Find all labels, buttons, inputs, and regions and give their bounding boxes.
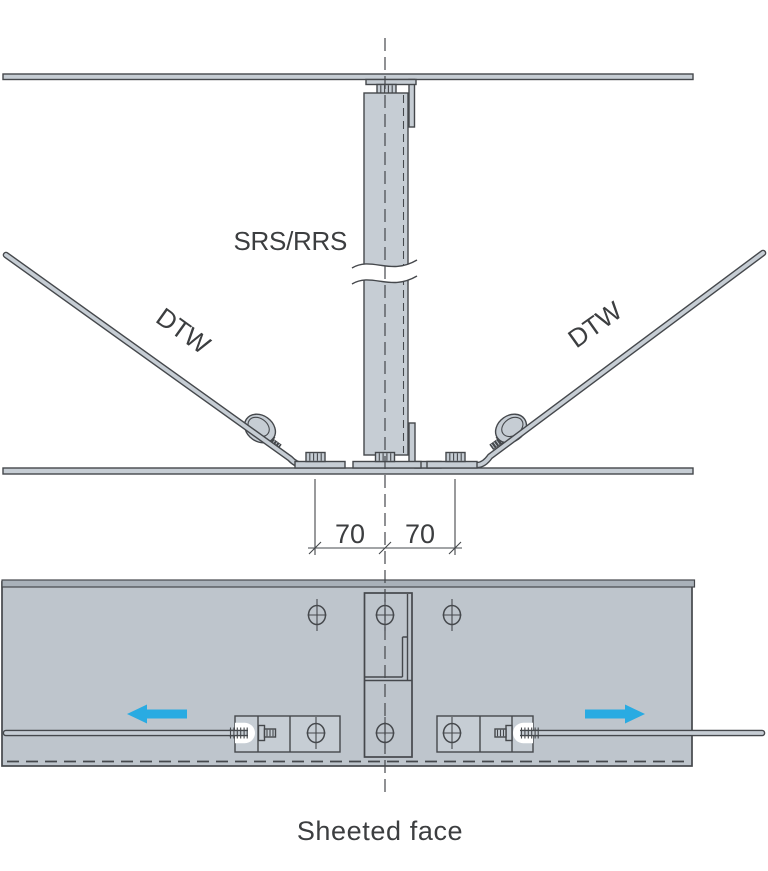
break-wave-bottom [351, 275, 418, 285]
dimension-value-left: 70 [335, 519, 365, 549]
wire-clamp-left [238, 407, 291, 456]
wire-thread-hatch-right [520, 727, 539, 739]
dimension-70-70: 70 70 [308, 479, 462, 555]
dtw-wire-left-outline [2, 251, 340, 469]
dtw-label-right: DTW [562, 295, 628, 354]
elevation-view: 70 70 [2, 73, 767, 555]
sheet-panel [1, 581, 693, 767]
strut-plate-outline [363, 592, 413, 758]
top-bolt-head [376, 83, 397, 95]
base-angle-bracket-leg [408, 422, 416, 463]
top-angle-bracket-leg [408, 78, 416, 128]
strut-base-plate [352, 460, 422, 469]
panel-top-edge-strip [1, 579, 696, 588]
tension-arrow-right-icon [585, 704, 645, 724]
tension-bolt-nut-left [257, 724, 266, 742]
top-rail [2, 73, 694, 81]
dtw-label-left: DTW [151, 302, 217, 361]
bottom-rail [2, 467, 694, 475]
break-wave-top [351, 259, 418, 269]
strut-plate-inner-edges [364, 594, 412, 682]
tension-bolt-thread-right [496, 729, 505, 737]
anchor-bolt-left [305, 451, 326, 463]
tension-bolt-thread-left [266, 729, 274, 737]
dtw-wire-right [440, 249, 767, 469]
dtw-wire-left [2, 251, 340, 469]
dtw-wire-right-outline [440, 249, 767, 469]
anchor-assembly-right [436, 715, 539, 753]
anchor-bolt-right [445, 451, 466, 463]
top-bracket-flange [365, 78, 417, 86]
sheeted-face-view [1, 579, 766, 767]
caption: Sheeted face [297, 816, 463, 846]
wire-anchor-plate-right [426, 460, 478, 469]
wire-anchor-plate-left [294, 460, 346, 469]
wire-thread-hatch-left [229, 727, 248, 739]
anchor-assembly-left [229, 715, 341, 753]
strut-label: SRS/RRS [234, 226, 347, 256]
strut-plate-plan [363, 592, 413, 758]
tension-bolt-nut-right [505, 724, 513, 742]
dimension-tick-marks [308, 541, 462, 555]
tension-arrow-left-icon [127, 704, 187, 724]
dimension-value-right: 70 [405, 519, 435, 549]
